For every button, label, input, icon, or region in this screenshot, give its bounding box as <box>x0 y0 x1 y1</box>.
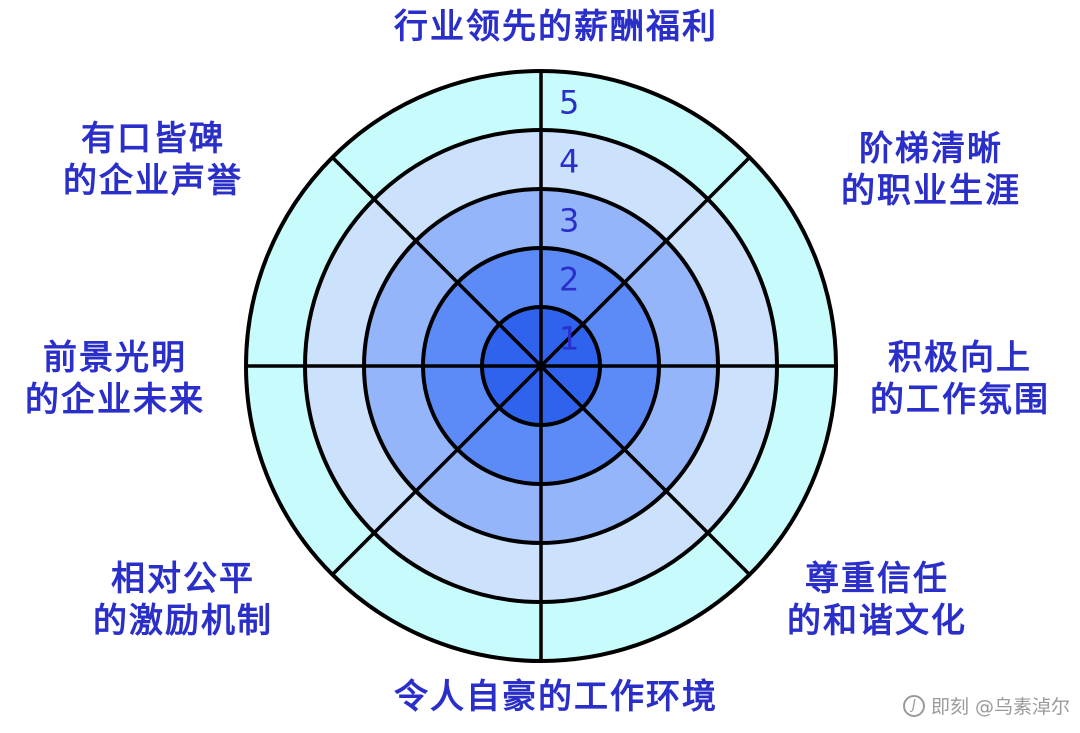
label-right: 积极向上 的工作氛围 <box>870 338 1050 420</box>
spoke-2 <box>539 156 751 368</box>
ring-number-5: 5 <box>559 84 579 122</box>
spoke-6 <box>331 364 543 576</box>
spoke-8 <box>539 364 751 576</box>
label-bottom-left: 相对公平 的激励机制 <box>93 559 273 641</box>
jike-logo-icon: J <box>902 694 925 717</box>
label-top-right: 阶梯清晰 的职业生涯 <box>841 129 1021 211</box>
ring-number-4: 4 <box>559 143 579 181</box>
ring-number-2: 2 <box>559 261 579 299</box>
label-bottom: 令人自豪的工作环境 <box>394 677 718 717</box>
label-left: 前景光明 的企业未来 <box>25 338 205 420</box>
label-top: 行业领先的薪酬福利 <box>394 7 718 47</box>
spoke-4 <box>331 156 543 368</box>
label-top-left: 有口皆碑 的企业声誉 <box>63 119 243 201</box>
watermark: J 即刻 @乌素淖尔 <box>902 692 1070 719</box>
watermark-text: 即刻 @乌素淖尔 <box>930 696 1070 718</box>
ring-number-3: 3 <box>559 202 579 240</box>
ring-number-1: 1 <box>559 320 579 358</box>
label-bottom-right: 尊重信任 的和谐文化 <box>787 559 967 641</box>
